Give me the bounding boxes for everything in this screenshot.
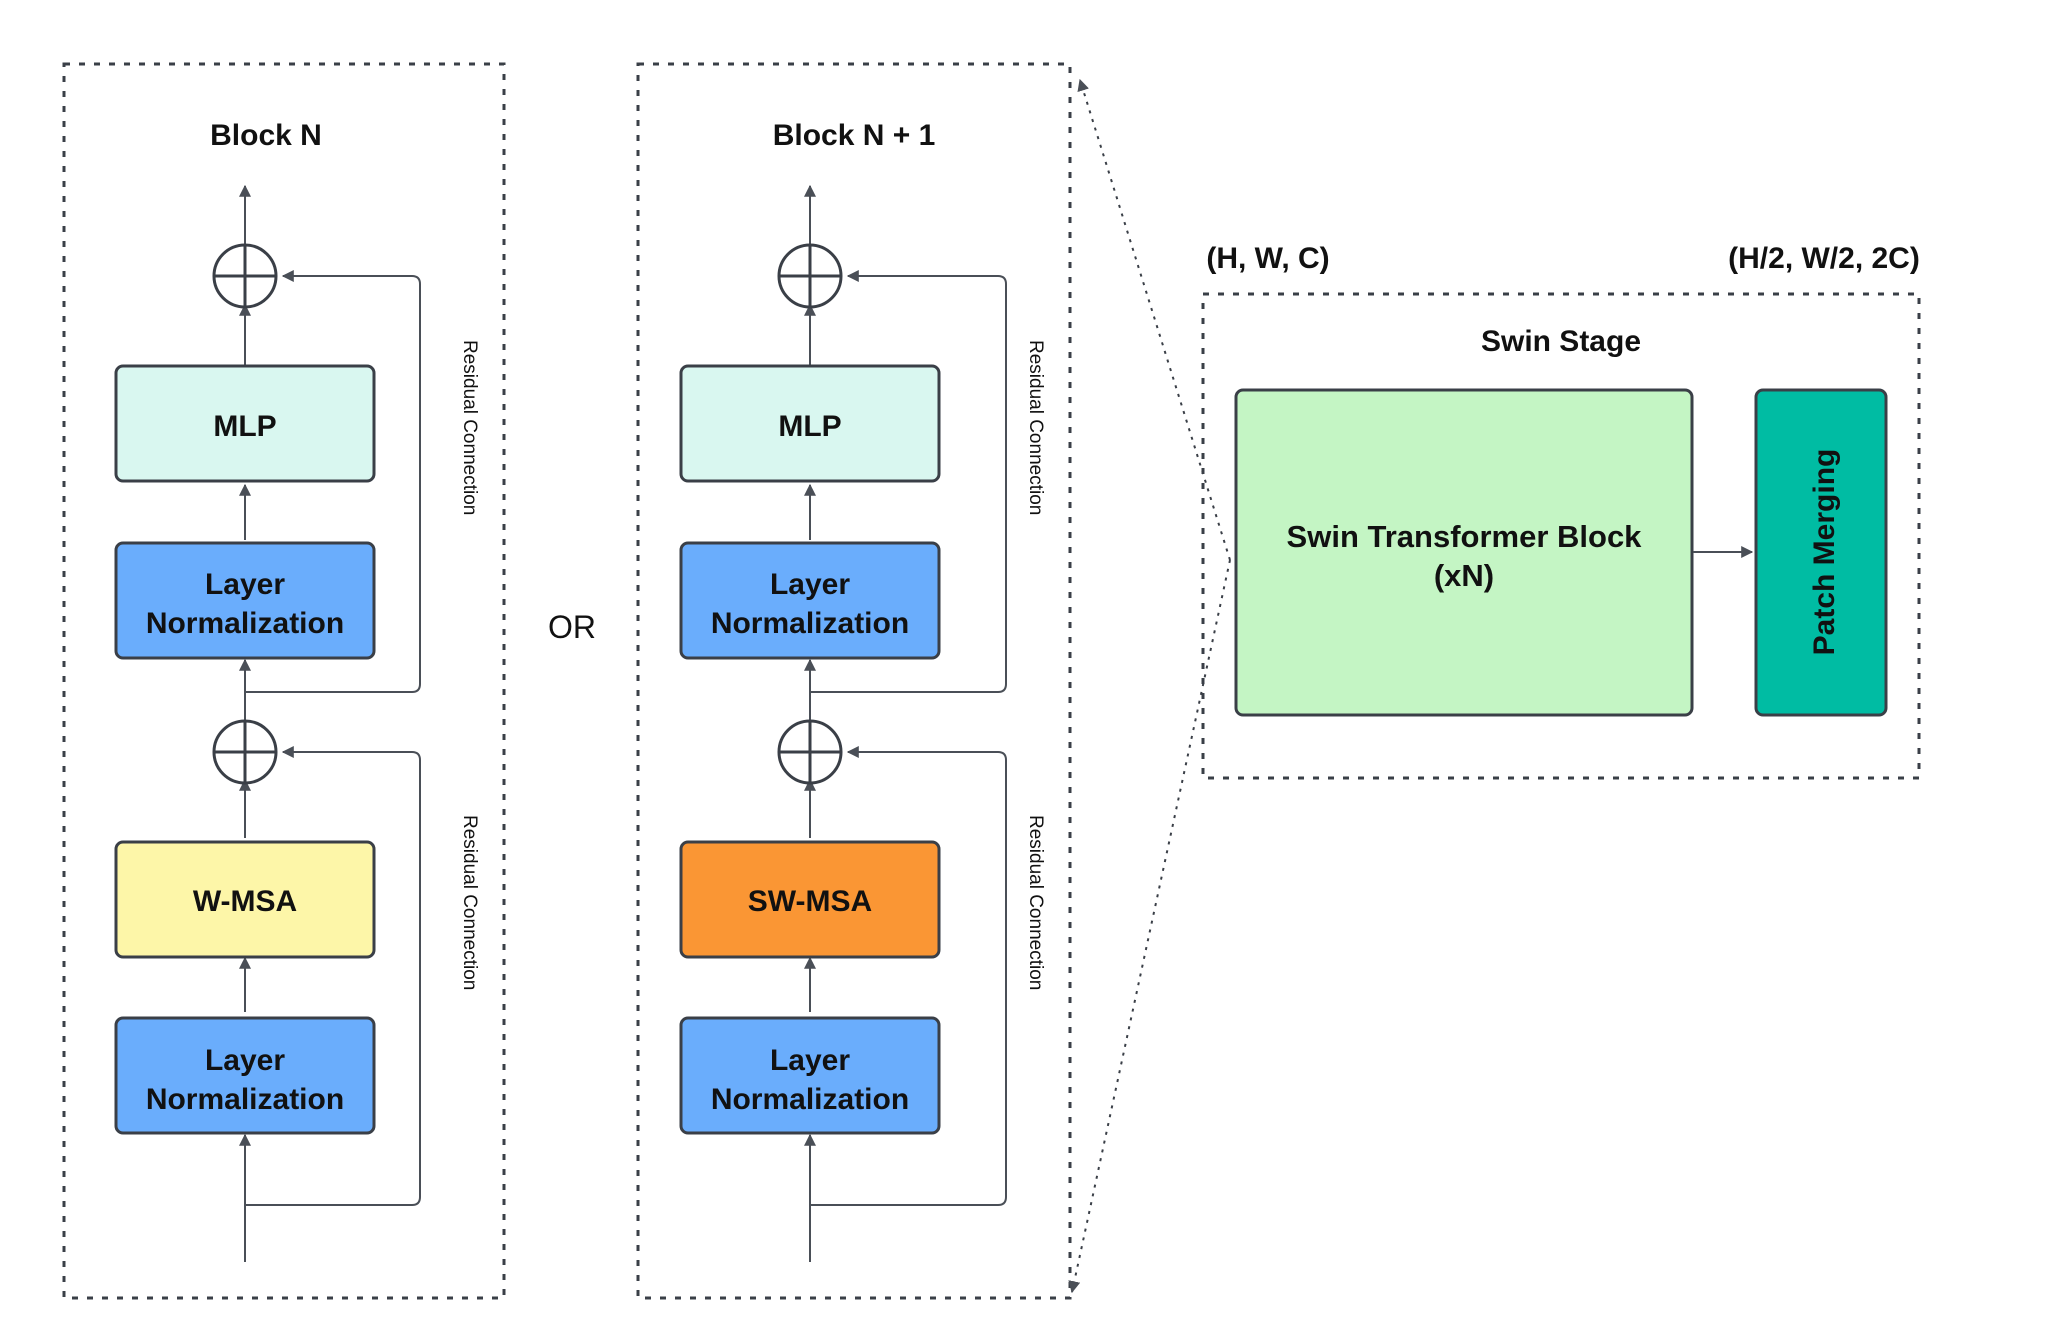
layer-norm-top-line2: Normalization: [146, 607, 344, 640]
residual-label-top: Residual Connection: [459, 340, 480, 515]
mlp-box-2: [679, 364, 941, 483]
layer-norm-box-bottom-2: [679, 1016, 941, 1135]
layer-norm-bottom-line1: Layer: [205, 1044, 285, 1077]
layer-norm-top-2-line2: Normalization: [711, 607, 909, 640]
zoom-line-bottom: [1068, 559, 1231, 1294]
layer-norm-box-top-2: [679, 541, 941, 660]
patch-merging-label: Patch Merging: [1808, 449, 1841, 656]
swin-stage-title: Swin Stage: [1481, 325, 1641, 358]
residual-label-bottom-2: Residual Connection: [1025, 815, 1046, 990]
block-n-plus-1: Block N + 1 MLP Layer Normalization SW-M…: [636, 62, 1072, 1300]
residual-path-bottom-2: [810, 746, 1007, 1206]
mlp-label-2: MLP: [778, 410, 841, 443]
layer-norm-bottom-line2: Normalization: [146, 1083, 344, 1116]
layer-norm-box-top: [114, 541, 376, 660]
sw-msa-box: [679, 840, 941, 959]
residual-label-top-2: Residual Connection: [1025, 340, 1046, 515]
mlp-box: [114, 364, 376, 483]
swin-block-label-line1: Swin Transformer Block: [1287, 519, 1643, 554]
swin-stage: (H, W, C) (H/2, W/2, 2C) Swin Stage Swin…: [1201, 242, 1921, 780]
zoom-line-top: [1077, 78, 1231, 561]
add-circle-bottom: [212, 719, 278, 785]
block-n-title: Block N: [210, 119, 322, 152]
swin-transformer-block-box: [1234, 388, 1694, 717]
mlp-label: MLP: [213, 410, 276, 443]
layer-norm-bottom-2-line1: Layer: [770, 1044, 850, 1077]
add-circle-top: [212, 243, 278, 309]
swin-block-label-line2: (xN): [1434, 558, 1494, 593]
block-n-plus-1-title: Block N + 1: [773, 119, 936, 152]
or-separator: OR: [548, 609, 596, 645]
layer-norm-box-bottom: [114, 1016, 376, 1135]
w-msa-box: [114, 840, 376, 959]
block-n-frame: [62, 62, 506, 1300]
block-n: Block N MLP Layer Normalization W-MS: [62, 62, 506, 1300]
sw-msa-label: SW-MSA: [748, 885, 872, 918]
add-circle-bottom-2: [777, 719, 843, 785]
w-msa-label: W-MSA: [193, 885, 297, 918]
residual-path-top: [245, 270, 421, 693]
layer-norm-top-2-line1: Layer: [770, 568, 850, 601]
residual-label-bottom: Residual Connection: [459, 815, 480, 990]
input-shape-label: (H, W, C): [1206, 242, 1329, 275]
residual-path-bottom: [245, 746, 421, 1206]
add-circle-top-2: [777, 243, 843, 309]
residual-path-top-2: [810, 270, 1007, 693]
block-n-plus-1-frame: [636, 62, 1072, 1300]
layer-norm-top-line1: Layer: [205, 568, 285, 601]
patch-merging-box: [1754, 388, 1888, 717]
layer-norm-bottom-2-line2: Normalization: [711, 1083, 909, 1116]
output-shape-label: (H/2, W/2, 2C): [1728, 242, 1920, 275]
